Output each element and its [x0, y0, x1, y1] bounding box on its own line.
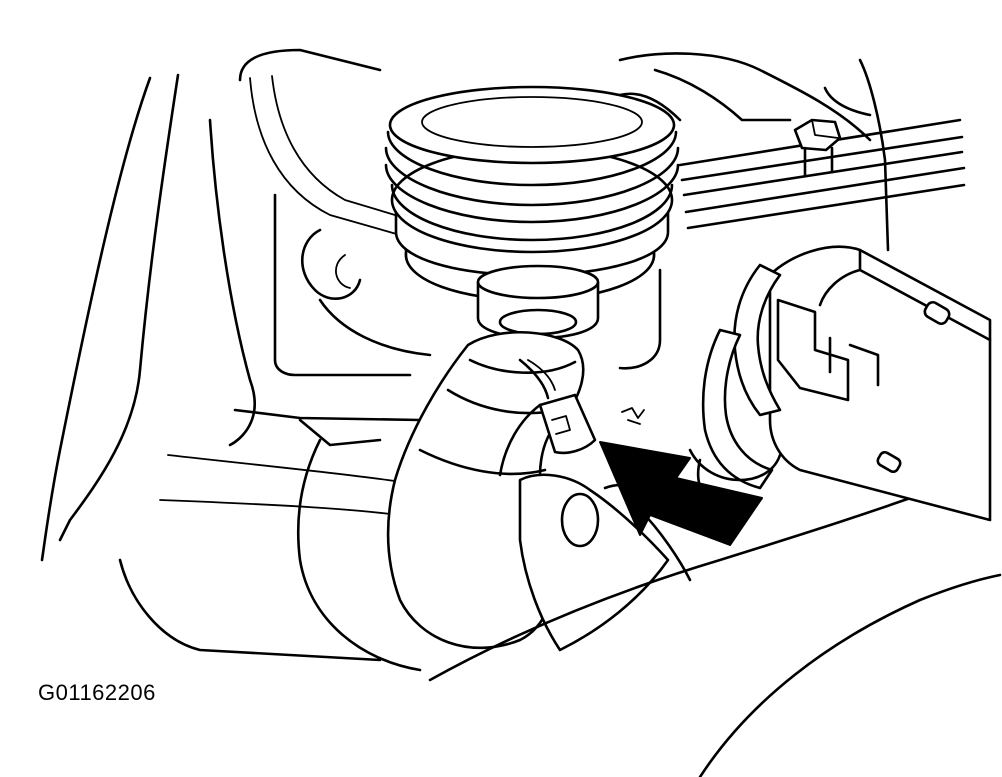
callout-arrow	[599, 441, 763, 546]
lower-housing	[428, 478, 1002, 777]
electrical-connector	[688, 245, 992, 522]
hex-bolt	[793, 118, 842, 177]
mounting-bracket	[273, 193, 662, 377]
drive-belt	[678, 118, 966, 230]
figure-id-label: G01162206	[38, 680, 156, 705]
spring-clamp	[498, 393, 597, 477]
pulley-hub	[476, 264, 600, 340]
detail-marks	[621, 407, 645, 425]
